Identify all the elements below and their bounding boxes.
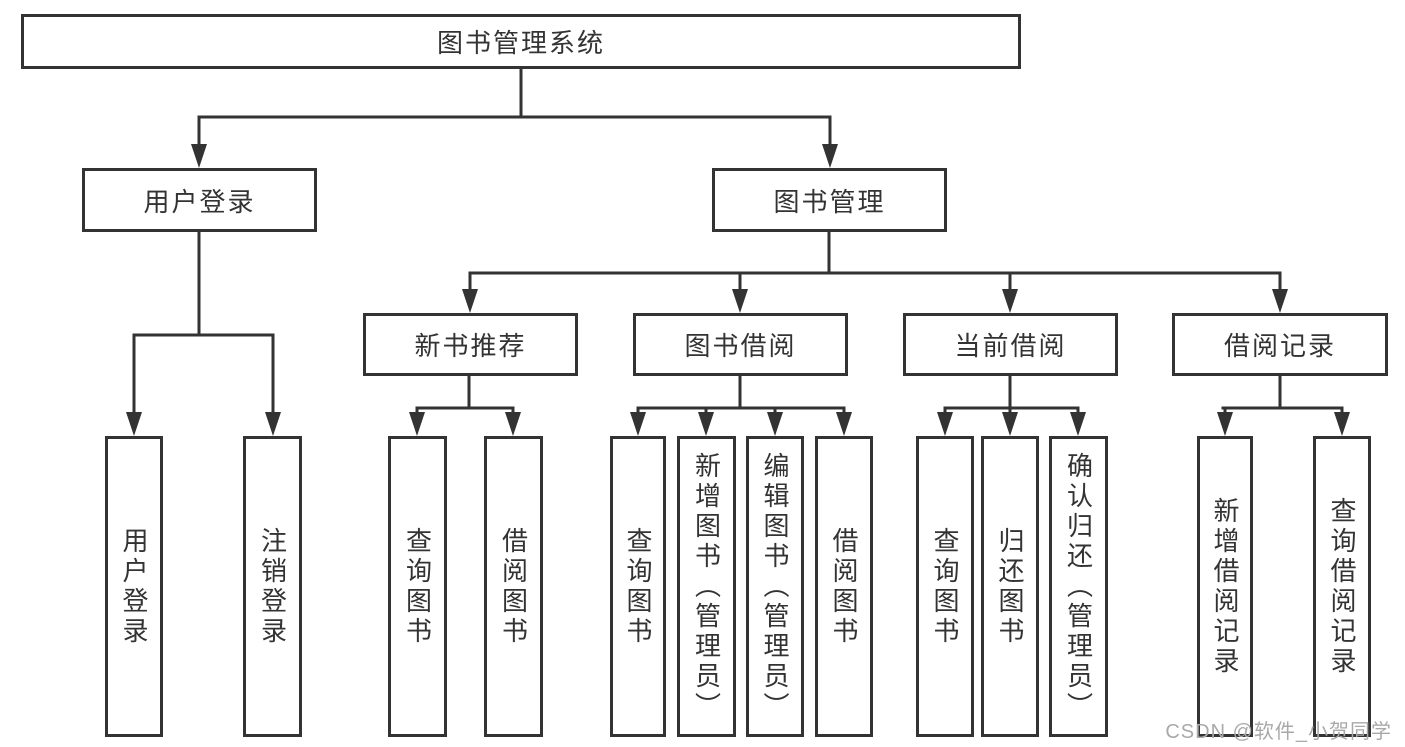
node-label: 借阅记录 [1223,331,1336,361]
node-confirm-return-admin: 确认归还（管理员） [1049,436,1108,737]
node-book-borrowing: 图书借阅 [633,313,848,376]
arrowhead-icon [191,144,207,168]
node-borrowing-records: 借阅记录 [1172,313,1388,376]
arrowhead-icon [937,412,953,436]
node-user-login-module: 用户登录 [82,168,317,232]
arrowhead-icon [409,412,425,436]
node-query-borrow-record: 查询借阅记录 [1313,436,1371,737]
arrowhead-icon [265,412,281,436]
node-book-management-module: 图书管理 [712,168,947,232]
node-label: 查询图书 [402,526,433,647]
node-query-books-current: 查询图书 [916,436,974,737]
connector-records-to-leaves [1217,376,1350,436]
node-label: 当前借阅 [954,331,1067,361]
arrowhead-icon [505,412,521,436]
node-add-books-admin: 新增图书（管理员） [677,436,736,737]
watermark: CSDN @软件_小贺同学 [1165,721,1392,743]
node-label: 确认归还（管理员） [1063,451,1094,722]
node-system-root: 图书管理系统 [21,14,1021,69]
arrowhead-icon [1272,289,1288,313]
arrowhead-icon [698,412,714,436]
node-label: 用户登录 [119,526,149,647]
node-query-books-borrowing: 查询图书 [610,436,666,737]
node-label: 借阅图书 [829,526,859,647]
arrowhead-icon [462,289,478,313]
connector-root-to-modules [191,69,838,168]
arrowhead-icon [1002,289,1018,313]
arrowhead-icon [630,412,646,436]
arrowhead-icon [1002,412,1018,436]
connector-current-to-leaves [937,376,1086,436]
node-label: 编辑图书（管理员） [760,451,790,722]
node-add-borrow-record: 新增借阅记录 [1197,436,1253,737]
arrowhead-icon [1217,412,1233,436]
node-label: 查询图书 [930,526,960,647]
node-label: 查询图书 [623,526,653,647]
arrowhead-icon [126,412,142,436]
connector-newbooks-to-leaves [409,376,521,436]
node-borrow-books-recommend: 借阅图书 [484,436,543,737]
arrowhead-icon [767,412,783,436]
node-return-books: 归还图书 [981,436,1039,737]
node-logout: 注销登录 [243,436,302,737]
arrowhead-icon [732,289,748,313]
node-label: 归还图书 [995,526,1025,647]
node-edit-books-admin: 编辑图书（管理员） [746,436,804,737]
node-borrow-books-borrowing: 借阅图书 [815,436,873,737]
connector-mgmt-to-sections [462,232,1288,313]
arrowhead-icon [1070,412,1086,436]
node-label: 新增借阅记录 [1210,496,1240,677]
node-label: 借阅图书 [498,526,529,647]
arrowhead-icon [1334,412,1350,436]
node-label: 新增图书（管理员） [691,451,722,722]
node-label: 用户登录 [143,186,256,217]
connector-login-to-leaves [126,232,281,436]
node-label: 新书推荐 [414,331,527,361]
node-label: 查询借阅记录 [1327,496,1357,677]
node-current-borrowing: 当前借阅 [903,313,1118,376]
node-label: 图书管理系统 [436,28,605,58]
node-label: 图书借阅 [684,331,797,361]
node-label: 注销登录 [257,526,288,647]
node-query-books-recommend: 查询图书 [388,436,447,737]
connector-borrowing-to-leaves [630,376,852,436]
node-label: 图书管理 [773,186,886,217]
arrowhead-icon [822,144,838,168]
arrowhead-icon [836,412,852,436]
node-user-login: 用户登录 [105,436,163,737]
node-new-book-recommend: 新书推荐 [363,313,578,376]
